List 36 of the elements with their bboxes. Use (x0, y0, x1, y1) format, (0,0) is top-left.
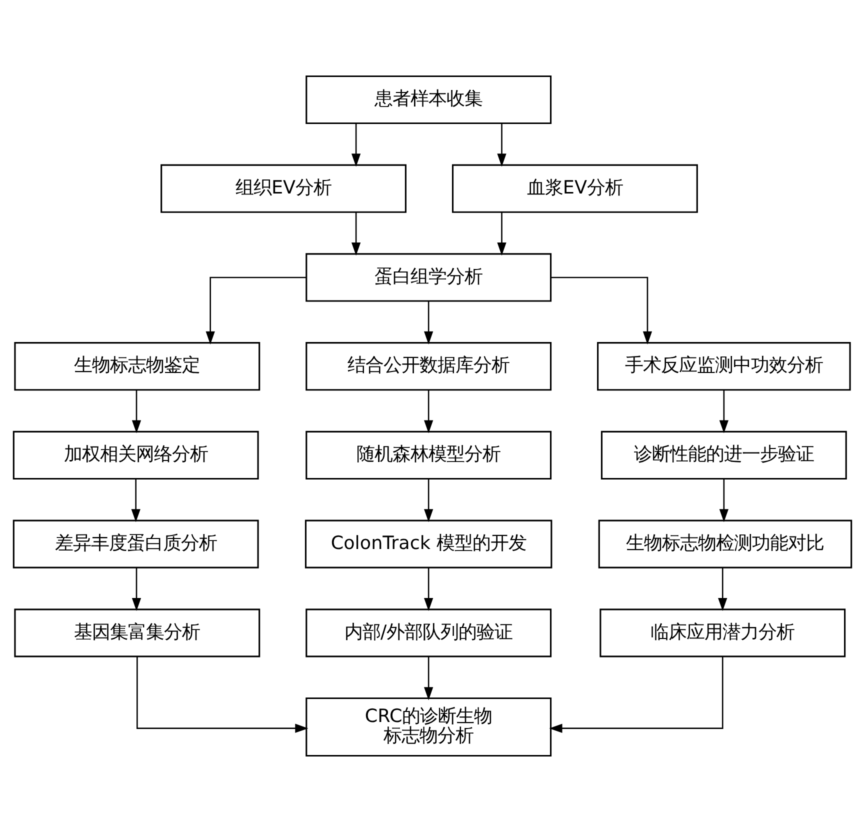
arrow (131, 478, 140, 522)
node-box: 随机森林模型分析 (306, 430, 552, 480)
arrow (132, 567, 142, 611)
node-box: 内部/外部队列的验证 (306, 608, 552, 657)
node-box: 组织EV分析 (160, 164, 406, 212)
node-box: 基因集富集分析 (14, 608, 260, 657)
arrow (206, 276, 306, 344)
arrow (497, 212, 506, 256)
arrow (424, 567, 434, 611)
arrow (351, 123, 361, 166)
node-box: 加权相关网络分析 (12, 430, 259, 480)
arrow (719, 478, 728, 522)
node-box: 患者样本收集 (306, 74, 552, 124)
arrow (550, 276, 652, 344)
node-box: 生物标志物检测功能对比 (598, 519, 852, 568)
arrow (136, 656, 308, 732)
node-box: 临床应用潜力分析 (600, 608, 846, 657)
node-box: 诊断性能的进一步验证 (600, 430, 847, 480)
arrow (424, 656, 434, 700)
arrow (424, 390, 434, 433)
node-box: 结合公开数据库分析 (306, 342, 552, 390)
node-box: 手术反应监测中功效分析 (597, 342, 851, 390)
arrow (497, 123, 506, 166)
arrow (719, 390, 728, 433)
node-box: CRC的诊断生物标志物分析 (306, 697, 552, 756)
node-box: 生物标志物鉴定 (14, 342, 260, 390)
arrow (549, 656, 724, 732)
node-box: 血浆EV分析 (452, 164, 698, 212)
node-box: 差异丰度蛋白质分析 (12, 519, 259, 568)
arrow (351, 212, 361, 256)
arrow (132, 390, 142, 433)
node-box: ColonTrack 模型的开发 (304, 519, 552, 568)
arrow (718, 567, 728, 611)
arrow (424, 478, 434, 522)
arrow (424, 300, 434, 344)
node-box: 蛋白组学分析 (306, 252, 552, 302)
